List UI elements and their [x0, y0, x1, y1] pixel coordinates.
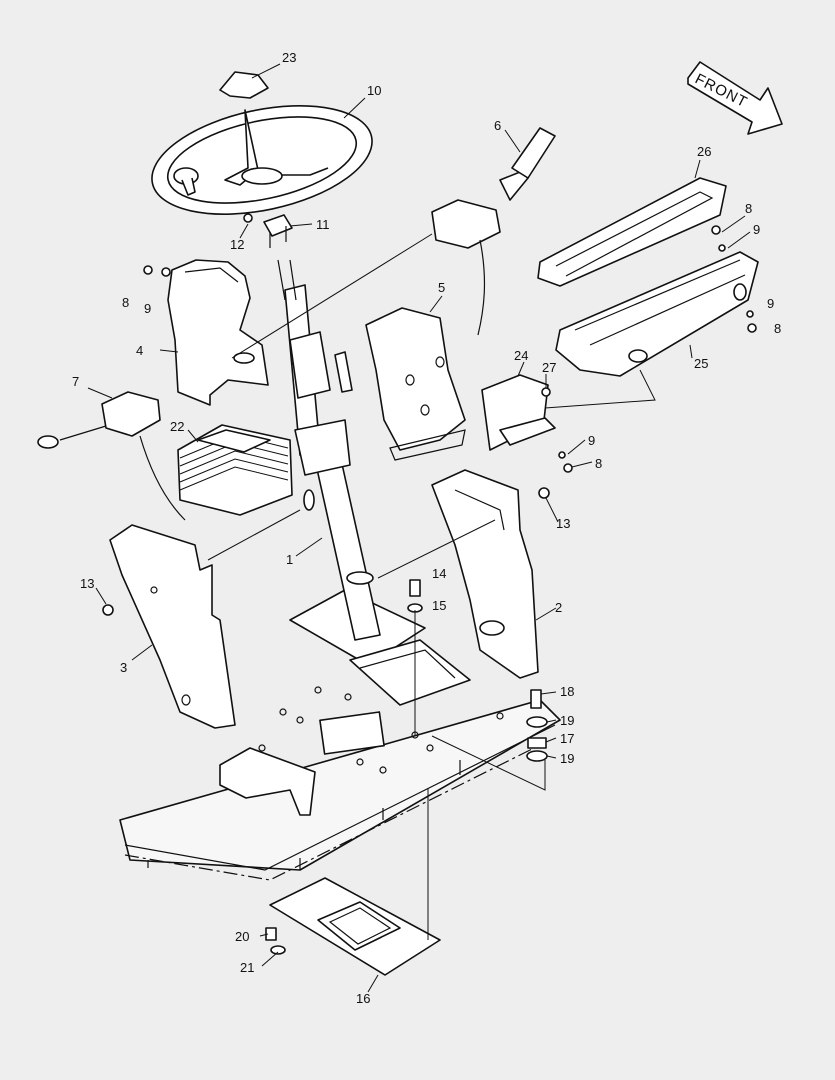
callout-8-housing: 8: [774, 321, 781, 336]
upper-left-shroud: [167, 259, 269, 406]
callout-21: 21: [240, 960, 254, 975]
callout-24: 24: [514, 348, 528, 363]
callout-17: 17: [560, 731, 574, 746]
callout-7: 7: [72, 374, 79, 389]
callout-13-right: 13: [556, 516, 570, 531]
callout-labels: 23 10 6 26 8 9 11 12 8 9 5 9 8 4 24 27 2…: [72, 50, 781, 1006]
callout-27: 27: [542, 360, 556, 375]
callout-13-left: 13: [80, 576, 94, 591]
lower-left-shroud: [109, 524, 236, 729]
left-switch-lever: [37, 391, 186, 521]
callout-5: 5: [438, 280, 445, 295]
callout-8-left: 8: [122, 295, 129, 310]
right-switch-lever: [431, 127, 556, 336]
callout-9-dash: 9: [753, 222, 760, 237]
leader-lines: [87, 63, 751, 993]
lower-mount-plate: [269, 877, 441, 976]
callout-1: 1: [286, 552, 293, 567]
column-boot: [177, 424, 293, 516]
front-upper-panel: [365, 307, 466, 461]
callout-9-left: 9: [144, 301, 151, 316]
callout-19-lower: 19: [560, 751, 574, 766]
callout-26: 26: [697, 144, 711, 159]
callout-8-bracket: 8: [595, 456, 602, 471]
callout-25: 25: [694, 356, 708, 371]
dash-lower-housing: [555, 251, 759, 377]
callout-2: 2: [555, 600, 562, 615]
callout-6: 6: [494, 118, 501, 133]
callout-9-housing: 9: [767, 296, 774, 311]
callout-23: 23: [282, 50, 296, 65]
callout-9-bracket: 9: [588, 433, 595, 448]
callout-11: 11: [316, 217, 330, 232]
dash-top-cover: [537, 177, 727, 287]
pedal-bracket: [481, 374, 556, 451]
callout-22: 22: [170, 419, 184, 434]
lower-right-shroud: [431, 469, 539, 679]
steering-column: [277, 259, 381, 641]
callout-14: 14: [432, 566, 446, 581]
callout-12: 12: [230, 237, 244, 252]
steering-clamp: [243, 213, 293, 248]
callout-15: 15: [432, 598, 446, 613]
callout-18: 18: [560, 684, 574, 699]
callout-19-upper: 19: [560, 713, 574, 728]
callout-20: 20: [235, 929, 249, 944]
steering-wheel: [151, 105, 373, 215]
front-direction-arrow: FRONT: [687, 61, 783, 135]
callout-16: 16: [356, 991, 370, 1006]
callout-4: 4: [136, 343, 143, 358]
callout-8-dash: 8: [745, 201, 752, 216]
callout-3: 3: [120, 660, 127, 675]
callout-10: 10: [367, 83, 381, 98]
steering-knob: [219, 71, 269, 99]
floor-plate: [119, 686, 561, 881]
